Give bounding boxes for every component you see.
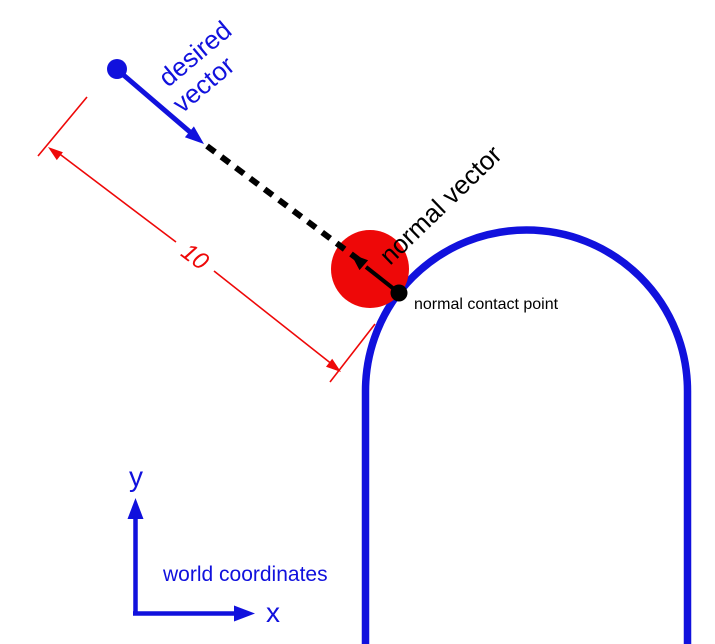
desired-vector-arrowhead [184,126,204,144]
dimension-value-label: 10 [176,238,214,276]
contact-point-label: normal contact point [414,296,559,313]
dimension-tick-start [37,96,88,157]
axis-y-arrowhead [127,498,144,519]
axis-x-label: x [266,597,280,628]
dimension-arrowhead-start [48,147,63,161]
dashed-extension-line [205,143,365,266]
world-axes: y x world coordinates [127,461,328,628]
dimension-tick-end [329,323,376,383]
dimension-line-lower [213,270,334,366]
dimension-arrowhead-end [326,358,341,372]
axis-x-arrowhead [234,605,255,622]
desired-vector: desired vector [107,15,240,144]
obstacle-outline [361,226,692,644]
normal-vector-arrowhead [351,254,369,271]
axis-y-label: y [129,461,143,492]
contact-point-dot [390,284,408,302]
desired-vector-shaft [118,70,192,134]
dimension-annotation: 10 [37,96,376,383]
world-coordinates-label: world coordinates [162,563,328,586]
dimension-line-upper [56,151,177,243]
